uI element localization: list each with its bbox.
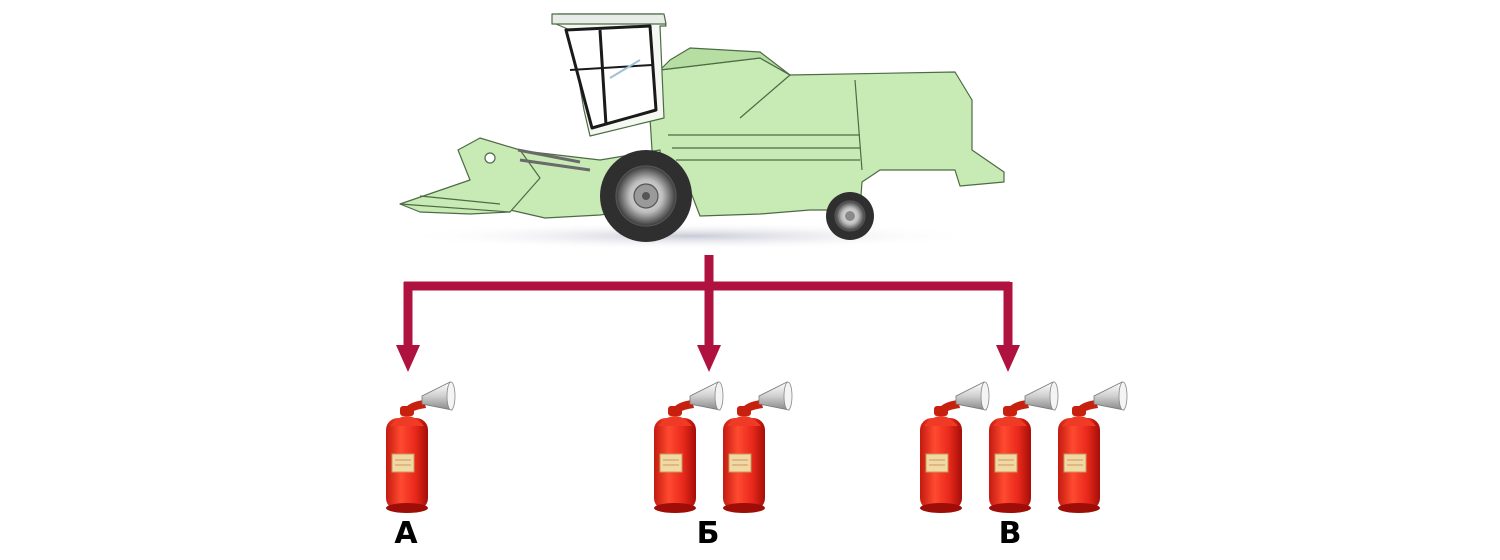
fire-extinguisher-icon xyxy=(1057,381,1128,514)
arrowheads xyxy=(396,345,1020,372)
fire-extinguisher-icon xyxy=(722,381,793,514)
arrowhead-a xyxy=(396,345,420,372)
extinguisher-group-c xyxy=(919,381,1128,514)
option-label-c: В xyxy=(998,516,1022,551)
fire-extinguisher-icon xyxy=(988,381,1059,514)
fire-extinguisher-icon xyxy=(653,381,724,514)
option-label-b: Б xyxy=(696,516,720,551)
extinguisher-group-b xyxy=(653,381,793,514)
connector-arrows xyxy=(403,255,1013,350)
arrowhead-b xyxy=(697,345,721,372)
combine-harvester-illustration xyxy=(399,13,1005,250)
arrowhead-c xyxy=(996,345,1020,372)
fire-extinguisher-icon xyxy=(919,381,990,514)
extinguisher-group-a xyxy=(385,381,456,514)
fire-extinguisher-icon xyxy=(385,381,456,514)
option-label-a: А xyxy=(394,516,418,551)
